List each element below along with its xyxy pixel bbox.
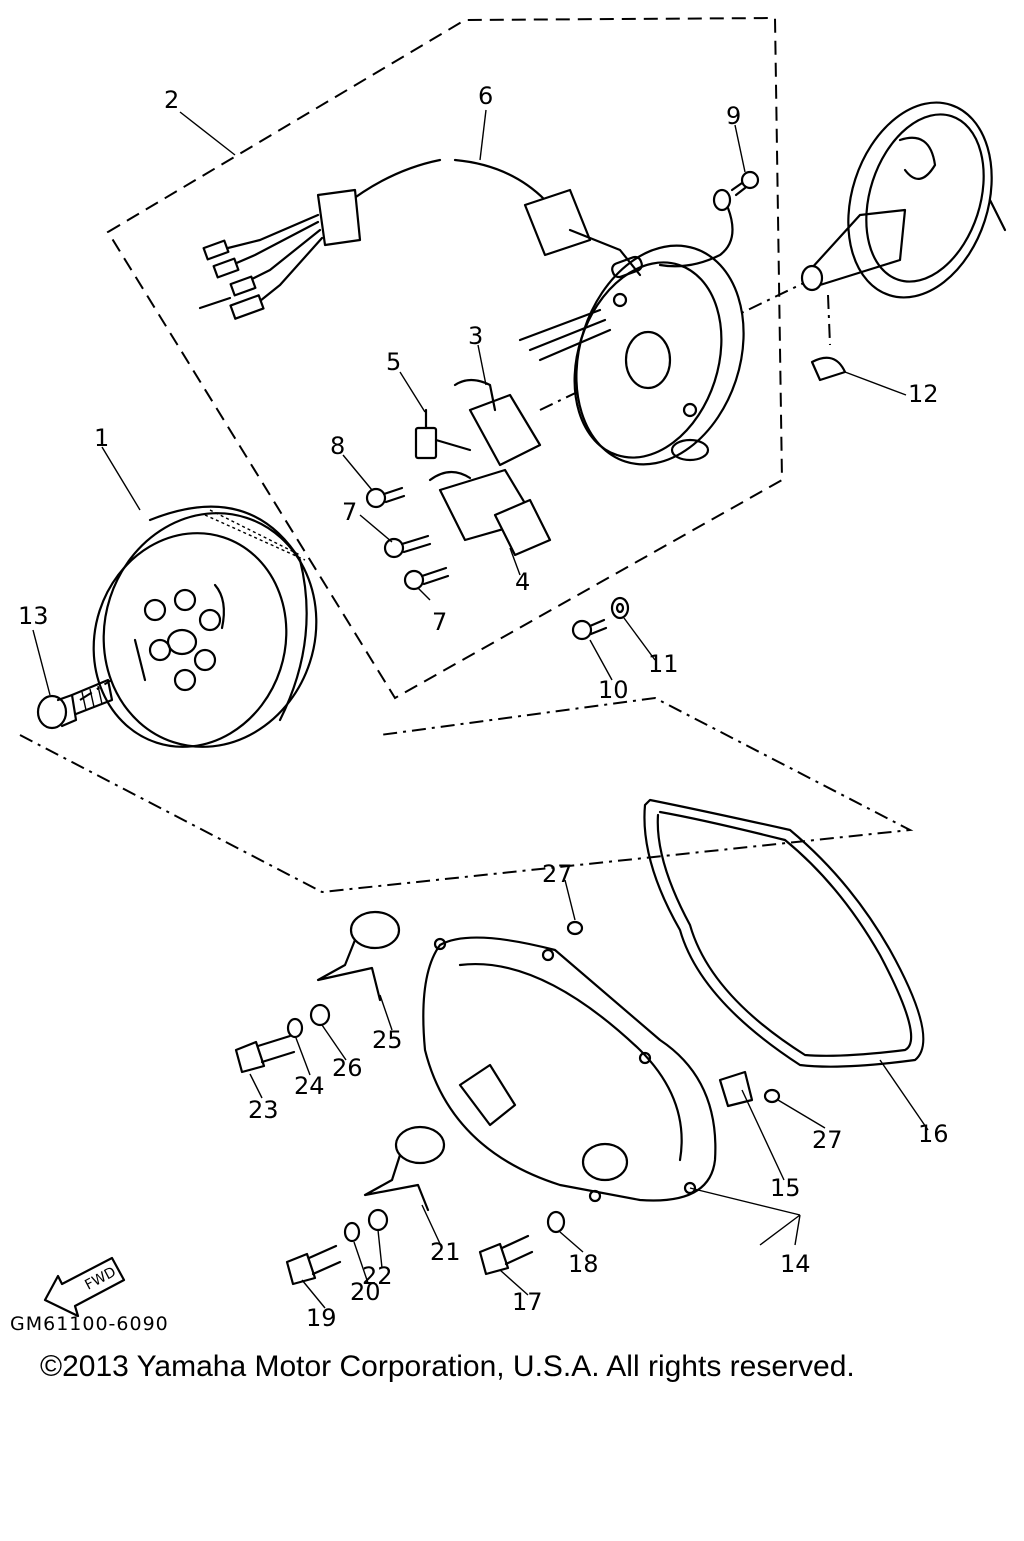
label-12: 12 — [908, 380, 939, 408]
label-23: 23 — [248, 1096, 279, 1124]
lighting-coil — [428, 468, 552, 557]
stator-assembly-boundary — [106, 16, 784, 700]
cover-fasteners — [234, 1003, 566, 1286]
label-4: 4 — [515, 568, 530, 596]
label-11: 11 — [648, 650, 679, 678]
label-7b: 7 — [432, 608, 447, 636]
charge-coil — [453, 308, 612, 467]
label-26: 26 — [332, 1054, 363, 1082]
woodruff-key — [810, 356, 847, 382]
label-6: 6 — [478, 82, 493, 110]
label-13: 13 — [18, 602, 49, 630]
leader-lines — [32, 109, 929, 1309]
label-25: 25 — [372, 1026, 403, 1054]
flywheel-rotor — [92, 505, 318, 748]
label-16: 16 — [918, 1120, 949, 1148]
pulser-coil — [414, 408, 472, 460]
stator-base-plate — [573, 244, 745, 466]
forward-arrow-icon: FWD — [43, 1256, 126, 1318]
label-20: 20 — [350, 1278, 381, 1306]
label-10: 10 — [598, 676, 629, 704]
label-3: 3 — [468, 322, 483, 350]
label-9: 9 — [726, 102, 741, 130]
label-15: 15 — [770, 1174, 801, 1202]
label-8: 8 — [330, 432, 345, 460]
label-2: 2 — [164, 86, 179, 114]
ground-lead — [658, 170, 760, 268]
cover-group-boundary — [19, 696, 914, 894]
label-19: 19 — [306, 1304, 337, 1332]
part-number-labels: 2 6 9 3 5 1 8 7 7 4 12 13 10 11 27 25 26… — [18, 82, 949, 1332]
copyright-notice: ©2013 Yamaha Motor Corporation, U.S.A. A… — [40, 1350, 855, 1383]
label-22: 22 — [362, 1262, 393, 1290]
label-7a: 7 — [342, 498, 357, 526]
crankcase-cover — [422, 936, 717, 1203]
label-27a: 27 — [542, 860, 573, 888]
label-1: 1 — [94, 424, 109, 452]
screw-and-washer — [571, 596, 630, 641]
label-18: 18 — [568, 1250, 599, 1278]
wire-harness — [198, 158, 642, 320]
crankcase-hub — [800, 101, 1007, 299]
collar-and-dowels — [566, 920, 781, 1108]
label-27b: 27 — [812, 1126, 843, 1154]
label-14: 14 — [780, 1250, 811, 1278]
flywheel-bolt — [36, 678, 114, 730]
label-5: 5 — [386, 348, 401, 376]
stator-screws — [365, 486, 450, 591]
wire-clamps — [316, 910, 446, 1212]
label-24: 24 — [294, 1072, 325, 1100]
drawing-code: GM61100-6090 — [10, 1313, 169, 1335]
cover-gasket — [643, 798, 925, 1068]
label-21: 21 — [430, 1238, 461, 1266]
label-17: 17 — [512, 1288, 543, 1316]
